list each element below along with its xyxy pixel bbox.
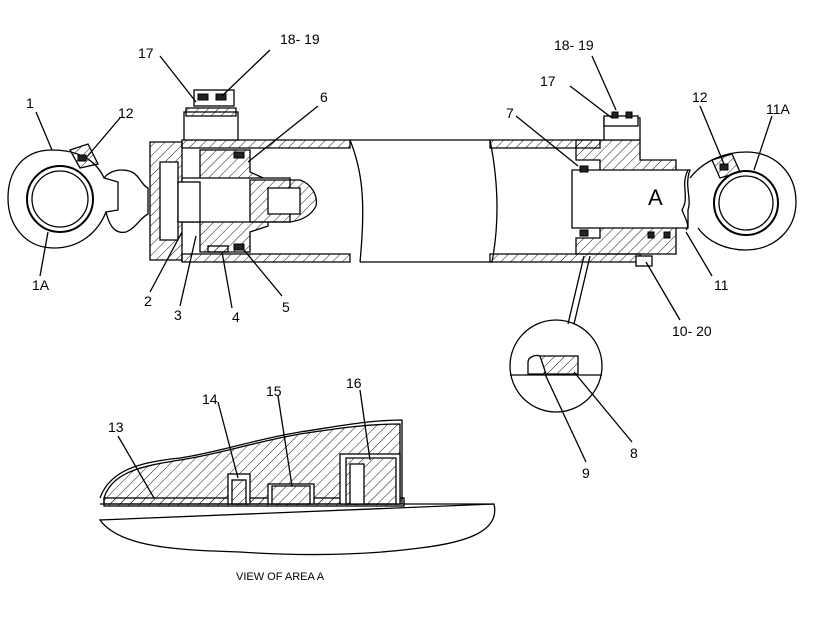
label-15: 15 [266, 383, 282, 399]
area-a-marker: A [648, 185, 663, 210]
label-7: 7 [506, 105, 514, 121]
label-12-right: 12 [692, 89, 708, 105]
label-14: 14 [202, 391, 218, 407]
label-16: 16 [346, 375, 362, 391]
label-9: 9 [582, 465, 590, 481]
label-1: 1 [26, 95, 34, 111]
part-labels: 1 1A 12 17 18- 19 6 2 3 4 5 7 17 18- 19 … [26, 31, 791, 583]
leader-lines [35, 49, 773, 499]
right-eye-assembly [689, 151, 797, 251]
label-18-19-left: 18- 19 [280, 31, 320, 47]
label-8: 8 [630, 445, 638, 461]
label-11a: 11A [766, 101, 791, 117]
label-17-left: 17 [138, 45, 154, 61]
label-11: 11 [714, 277, 729, 293]
label-13: 13 [108, 419, 124, 435]
label-10-20: 10- 20 [672, 323, 712, 339]
left-eye-assembly [7, 143, 149, 249]
detail-circle [509, 255, 603, 413]
view-of-area-a [98, 419, 496, 556]
label-1a: 1A [32, 277, 50, 293]
label-18-19-right: 18- 19 [554, 37, 594, 53]
right-head-assembly [571, 111, 691, 267]
label-5: 5 [282, 299, 290, 315]
label-2: 2 [144, 293, 152, 309]
label-4: 4 [232, 309, 240, 325]
label-17-right: 17 [540, 73, 556, 89]
label-6: 6 [320, 89, 328, 105]
label-12-left: 12 [118, 105, 134, 121]
view-caption: VIEW OF AREA A [236, 571, 325, 583]
label-3: 3 [174, 307, 182, 323]
cylinder-body [149, 89, 641, 263]
